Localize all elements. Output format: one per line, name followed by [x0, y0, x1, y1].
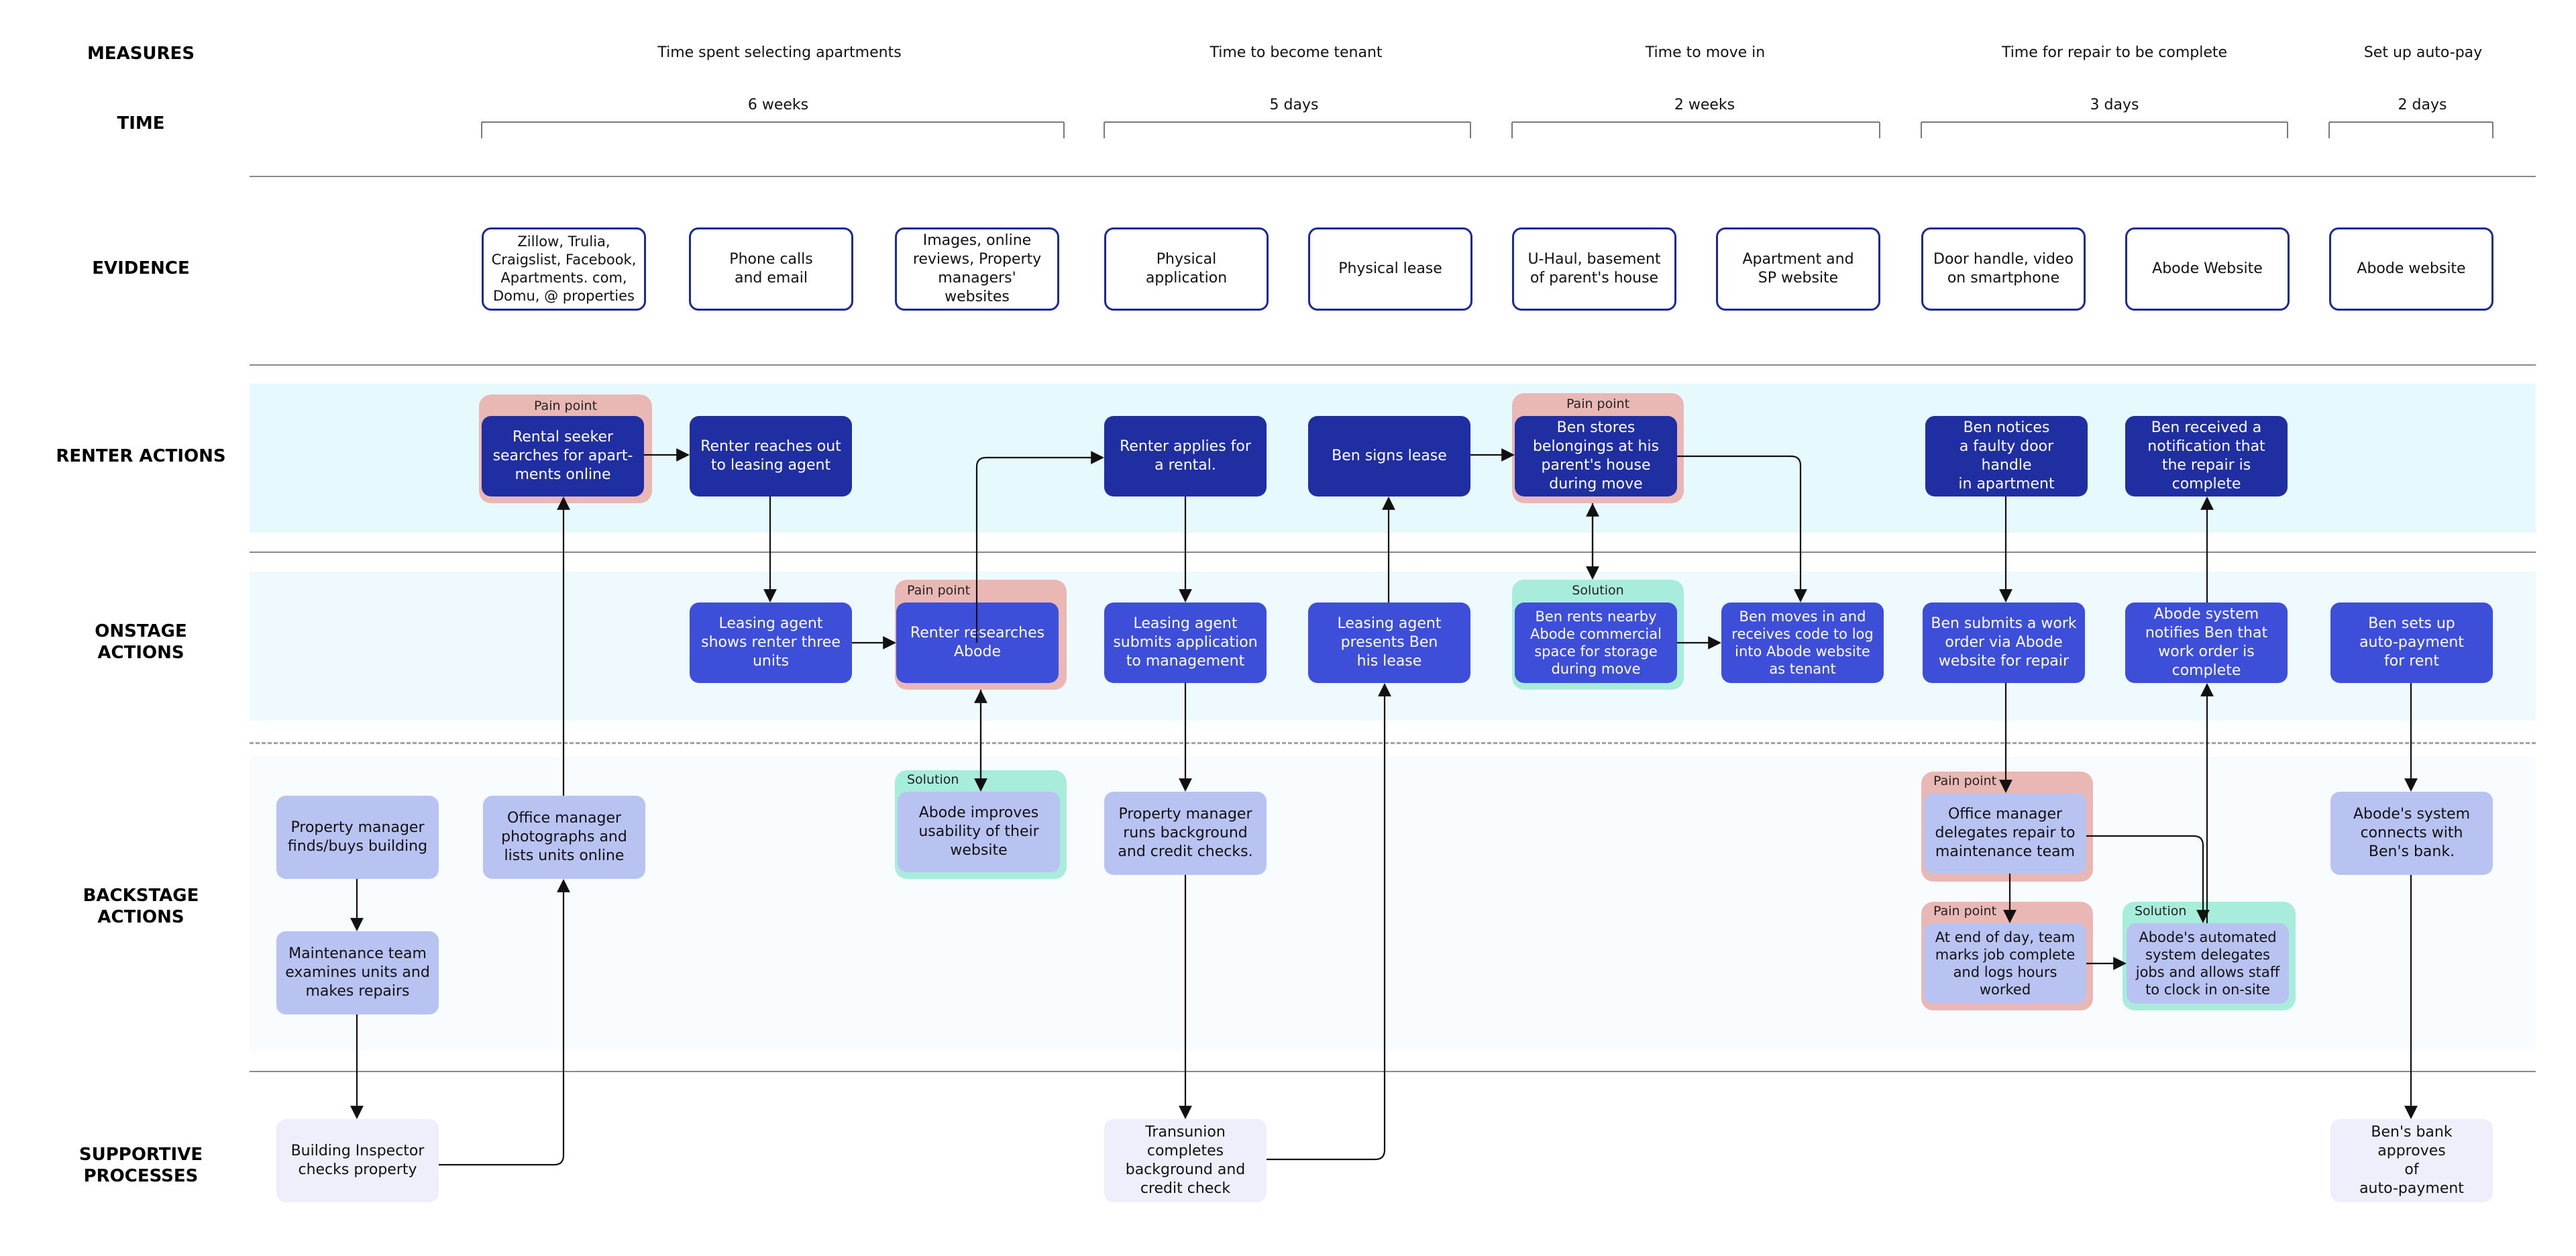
row-label-renter-actions: RENTER ACTIONS	[56, 446, 226, 466]
divider	[250, 364, 2536, 366]
row-label-supportive-processes: SUPPORTIVE PROCESSES	[78, 1145, 203, 1186]
evidence-card: Door handle, video on smartphone	[1921, 227, 2086, 311]
evidence-card: Images, online reviews, Property manager…	[895, 227, 1059, 311]
measure-label: Time for repair to be complete	[2001, 44, 2228, 61]
backstage-action-card: Property manager finds/buys building	[276, 796, 439, 879]
onstage-action-card: Abode system notifies Ben that work orde…	[2125, 603, 2288, 683]
pain-point-tag: Pain point	[907, 583, 971, 598]
row-label-time: TIME	[117, 113, 165, 134]
time-bracket	[2328, 121, 2493, 138]
measure-label: Time to move in	[1645, 44, 1766, 61]
pain-point-tag: Pain point	[533, 399, 598, 413]
duration-label: 5 days	[1269, 97, 1319, 113]
time-bracket	[1921, 121, 2288, 138]
onstage-action-card: Ben sets up auto-payment for rent	[2330, 603, 2493, 683]
renter-action-card: Rental seeker searches for apart-ments o…	[482, 416, 644, 496]
solution-tag: Solution	[1572, 583, 1624, 598]
time-bracket	[1104, 121, 1471, 138]
divider	[250, 552, 2536, 553]
renter-action-card: Renter applies for a rental.	[1104, 416, 1267, 496]
pain-point-tag: Pain point	[1933, 904, 1997, 919]
evidence-card: Physical lease	[1308, 227, 1472, 311]
row-label-measures: MEASURES	[87, 44, 195, 64]
onstage-action-card: Renter researches Abode	[896, 603, 1059, 683]
divider	[250, 176, 2536, 177]
solution-tag: Solution	[2135, 904, 2187, 919]
backstage-action-card: Abode improves usability of their websit…	[898, 792, 1060, 872]
duration-label: 6 weeks	[747, 97, 809, 113]
renter-action-card: Ben signs lease	[1308, 416, 1470, 496]
time-brackets	[481, 121, 2493, 138]
row-label-evidence: EVIDENCE	[92, 258, 190, 278]
backstage-action-card: Property manager runs background and cre…	[1104, 792, 1267, 875]
row-label-backstage-actions: BACKSTAGE ACTIONS	[83, 886, 199, 927]
duration-label: 2 days	[2398, 97, 2447, 113]
backstage-action-card: Office manager delegates repair to maint…	[1924, 793, 2086, 874]
onstage-action-card: Leasing agent presents Ben his lease	[1308, 603, 1470, 683]
supportive-process-card: Building Inspector checks property	[276, 1119, 439, 1202]
onstage-action-card: Leasing agent submits application to man…	[1104, 603, 1267, 683]
pain-point-tag: Pain point	[1566, 397, 1630, 411]
evidence-card: U-Haul, basement of parent's house	[1512, 227, 1676, 311]
solution-tag: Solution	[907, 772, 959, 787]
measure-label: Time spent selecting apartments	[657, 44, 902, 61]
duration-label: 3 days	[2090, 97, 2139, 113]
renter-action-card: Ben notices a faulty door handle in apar…	[1925, 416, 2088, 496]
supportive-process-card: Transunion completes background and cred…	[1104, 1119, 1267, 1202]
evidence-card: Abode website	[2329, 227, 2493, 311]
onstage-action-card: Ben submits a work order via Abode websi…	[1923, 603, 2085, 683]
time-bracket	[1511, 121, 1880, 138]
onstage-action-card: Ben moves in and receives code to log in…	[1721, 603, 1884, 683]
evidence-card: Apartment and SP website	[1716, 227, 1880, 311]
backstage-action-card: Office manager photographs and lists uni…	[483, 796, 645, 879]
evidence-card: Zillow, Trulia, Craigslist, Facebook, Ap…	[482, 227, 646, 311]
measure-label: Time to become tenant	[1210, 44, 1383, 61]
line-of-visibility	[250, 742, 2536, 744]
time-bracket	[481, 121, 1065, 138]
onstage-action-card: Ben rents nearby Abode commercial space …	[1515, 603, 1677, 683]
duration-label: 2 weeks	[1674, 97, 1735, 113]
evidence-card: Abode Website	[2125, 227, 2290, 311]
divider	[250, 1071, 2536, 1072]
backstage-action-card: At end of day, team marks job complete a…	[1924, 923, 2086, 1004]
measure-label: Set up auto-pay	[2363, 44, 2483, 61]
evidence-card: Physical application	[1104, 227, 1269, 311]
backstage-action-card: Maintenance team examines units and make…	[276, 931, 439, 1014]
renter-action-card: Ben stores belongings at his parent's ho…	[1515, 416, 1677, 496]
pain-point-tag: Pain point	[1933, 774, 1997, 788]
backstage-action-card: Abode's system connects with Ben's bank.	[2330, 792, 2493, 875]
evidence-card: Phone calls and email	[689, 227, 853, 311]
supportive-process-card: Ben's bank approves of auto-payment	[2330, 1119, 2493, 1202]
row-label-onstage-actions: ONSTAGE ACTIONS	[95, 621, 187, 663]
backstage-action-card: Abode's automated system delegates jobs …	[2127, 923, 2289, 1004]
onstage-action-card: Leasing agent shows renter three units	[690, 603, 852, 683]
renter-action-card: Renter reaches out to leasing agent	[690, 416, 852, 496]
renter-action-card: Ben received a notification that the rep…	[2125, 416, 2288, 496]
